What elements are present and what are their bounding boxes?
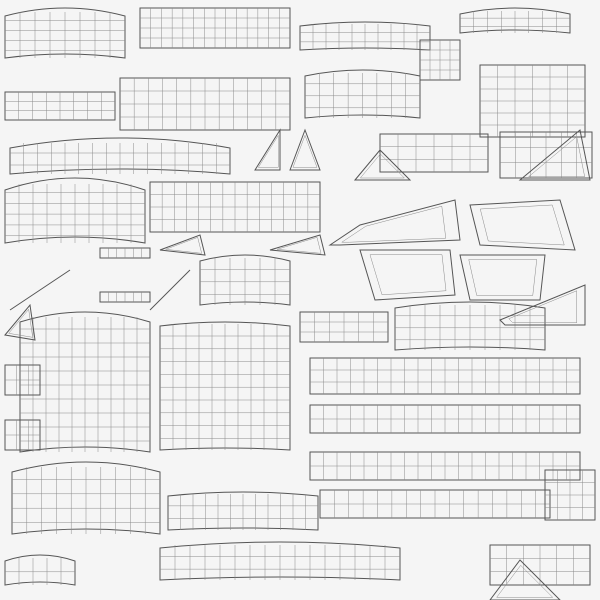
- uv-island: [459, 7, 571, 34]
- uv-island: [19, 311, 151, 453]
- uv-island: [4, 7, 126, 59]
- island-outline: [9, 137, 231, 175]
- island-outline: [319, 489, 551, 519]
- uv-island: [309, 357, 581, 395]
- island-outline: [4, 554, 76, 586]
- uv-island-inner: [369, 254, 447, 296]
- uv-island-inner: [165, 237, 202, 254]
- uv-island: [489, 544, 591, 586]
- uv-island: [4, 554, 76, 586]
- uv-island-inner: [292, 134, 318, 168]
- pillar-strip: [9, 269, 71, 311]
- uv-island: [159, 541, 401, 581]
- uv-island: [11, 461, 161, 535]
- island-outline: [199, 254, 291, 306]
- island-outline: [159, 541, 401, 581]
- uv-island-triangle: [353, 149, 412, 181]
- uv-island: [4, 419, 41, 451]
- uv-island: [299, 21, 431, 51]
- uv-island-inner: [340, 205, 447, 243]
- island-outline: [159, 321, 291, 451]
- uv-island: [119, 77, 291, 131]
- uv-island: [544, 469, 596, 521]
- uv-island-inner: [508, 290, 577, 323]
- uv-island-inner: [257, 134, 279, 168]
- uv-island-triangle: [254, 128, 281, 171]
- uv-island-inner: [359, 153, 405, 179]
- pillar-strip: [149, 269, 191, 311]
- island-outline: [4, 91, 116, 121]
- uv-island: [4, 91, 116, 121]
- uv-island: [139, 7, 291, 49]
- uv-island: [304, 69, 421, 119]
- uv-island: [159, 321, 291, 451]
- island-outline: [139, 7, 291, 49]
- island-outline: [149, 181, 321, 233]
- island-outline: [309, 404, 581, 434]
- uv-island-inner: [8, 308, 33, 338]
- uv-island: [499, 131, 593, 179]
- island-outline: [544, 469, 596, 521]
- uv-island: [4, 364, 41, 396]
- uv-island-triangle: [159, 234, 206, 256]
- uv-island-inner: [468, 259, 538, 296]
- uv-island: [419, 39, 461, 81]
- island-outline: [11, 461, 161, 535]
- uv-island-triangle: [489, 559, 561, 600]
- uv-island: [379, 133, 489, 173]
- uv-island: [9, 137, 231, 175]
- uv-island-triangle: [328, 199, 461, 246]
- uv-island: [479, 64, 586, 138]
- uv-island-triangle: [4, 303, 36, 341]
- island-outline: [4, 177, 146, 244]
- island-outline: [394, 301, 546, 351]
- island-outline: [419, 39, 461, 81]
- island-outline: [309, 451, 581, 481]
- uv-island: [149, 181, 321, 233]
- uv-island-triangle: [459, 254, 546, 301]
- island-outline: [167, 491, 319, 531]
- uv-island-triangle: [359, 249, 456, 301]
- uv-island-inner: [276, 237, 322, 254]
- island-outline: [309, 357, 581, 395]
- uv-island: [99, 247, 151, 259]
- uv-island: [4, 177, 146, 244]
- uv-island-triangle: [289, 128, 321, 171]
- uv-island-triangle: [518, 129, 591, 181]
- island-outline: [4, 7, 126, 59]
- uv-island-triangle: [469, 199, 576, 251]
- uv-island-inner: [527, 136, 585, 177]
- island-outline: [19, 311, 151, 453]
- island-outline: [304, 69, 421, 119]
- uv-island: [199, 254, 291, 306]
- uv-island-inner: [496, 564, 554, 598]
- uv-island-triangle: [499, 284, 586, 326]
- uv-island: [309, 404, 581, 434]
- uv-island: [394, 301, 546, 351]
- island-outline: [459, 7, 571, 34]
- uv-island: [167, 491, 319, 531]
- uv-island: [299, 311, 389, 343]
- uv-island: [309, 451, 581, 481]
- uv-island-triangle: [269, 234, 326, 256]
- uv-island: [319, 489, 551, 519]
- uv-island: [99, 291, 151, 303]
- uv-island-inner: [479, 204, 565, 246]
